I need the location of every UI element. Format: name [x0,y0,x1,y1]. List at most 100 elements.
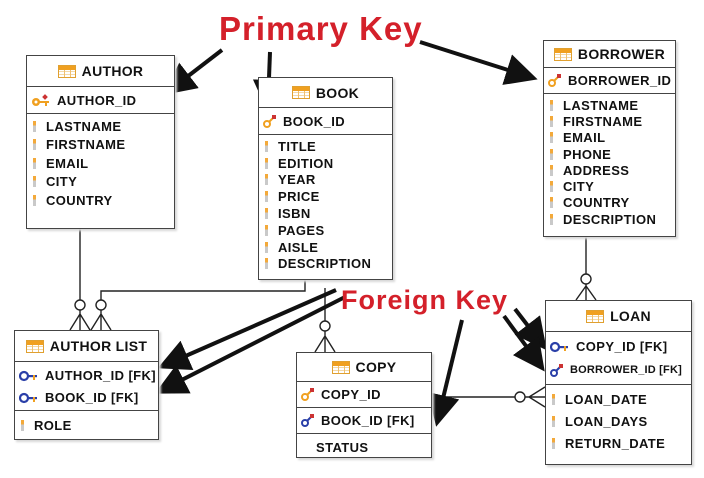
foreign-key-annotation: Foreign Key [341,285,509,315]
column-icon [265,224,268,236]
attr-row: RETURN_DATE [550,432,691,454]
entity-loan: LOAN COPY_ID [FK] BORROWER_ID [FK] LOAN_… [545,300,692,465]
key-section: COPY_ID [FK] BORROWER_ID [FK] [546,332,691,385]
attr-label: EMAIL [563,130,606,146]
attr-row: PRICE [263,188,392,205]
attr-label: LOAN_DAYS [565,413,648,429]
key-section: BORROWER_ID [544,68,675,94]
key-row: BORROWER_ID [548,70,675,91]
attr-section: TITLE EDITION YEAR PRICE ISBN PAGES AISL… [259,135,392,272]
attr-label: EMAIL [46,155,89,171]
attr-label: PAGES [278,222,325,238]
column-icon [550,132,553,144]
entity-header: BOOK [259,78,392,108]
key-row: AUTHOR_ID [FK] [18,364,158,386]
key-section: COPY_ID [297,382,431,408]
column-icon [33,120,36,132]
entity-header: LOAN [546,301,691,332]
primary-key-icon [301,388,315,401]
attr-section: LASTNAME FIRSTNAME EMAIL CITY COUNTRY [27,114,174,210]
foreign-key-icon [18,369,39,382]
column-icon [552,393,555,405]
attr-label: FIRSTNAME [563,113,643,129]
column-icon [33,176,36,188]
entity-name: AUTHOR LIST [49,338,148,354]
key-label: COPY_ID [FK] [576,338,668,354]
table-icon [291,86,310,99]
fk-section: BOOK_ID [FK] [297,408,431,434]
table-icon [553,47,572,61]
rel-copy-loan [432,386,546,408]
key-label: COPY_ID [321,387,381,402]
attr-row: LOAN_DATE [550,388,691,410]
primary-key-icon [31,93,51,107]
entity-borrower: BORROWER BORROWER_ID LASTNAME FIRSTNAME … [543,40,676,237]
arrow-fk-authorlist-1 [157,288,337,371]
column-icon [265,258,268,270]
attr-row: ISBN [263,205,392,222]
key-label: BORROWER_ID [FK] [570,364,682,376]
attr-label: DESCRIPTION [278,256,372,272]
column-icon [550,99,553,111]
attr-row: EMAIL [548,130,675,146]
table-icon [25,339,44,353]
column-icon [265,241,268,253]
entity-name: AUTHOR [81,63,144,79]
arrow-fk-copy [428,319,464,427]
entity-name: COPY [355,359,397,375]
attr-label: CITY [563,179,595,195]
arrow-pk-borrower [419,40,538,85]
attr-label: ISBN [278,206,311,222]
attr-row: YEAR [263,172,392,189]
column-icon [265,140,268,152]
attr-row: PAGES [263,222,392,239]
entity-name: BOOK [315,84,360,101]
primary-key-annotation: Primary Key [219,10,423,47]
attr-row: LASTNAME [31,117,174,136]
entity-name: BORROWER [577,46,666,62]
attr-label: AISLE [278,239,319,255]
column-icon [265,208,268,220]
column-icon [265,157,268,169]
key-section: BOOK_ID [259,108,392,135]
table-icon [586,309,605,323]
attr-row: STATUS [301,437,431,457]
attr-label: COUNTRY [563,195,630,211]
foreign-key-icon [301,414,315,427]
annotation-arrows [154,40,547,427]
key-label: BORROWER_ID [568,73,672,88]
entity-name: LOAN [610,308,651,324]
key-row: BOOK_ID [FK] [18,386,158,408]
column-icon [550,164,553,176]
foreign-key-icon [549,340,570,353]
arrow-pk-author [163,48,224,95]
column-icon [550,181,553,193]
key-row: AUTHOR_ID [31,89,174,111]
attr-label: FIRSTNAME [46,137,126,153]
attr-row: TITLE [263,138,392,155]
attr-row: ROLE [19,414,158,436]
column-icon [552,415,555,427]
attr-label: LOAN_DATE [565,391,648,407]
attr-row: COUNTRY [548,195,675,211]
key-section: AUTHOR_ID [27,87,174,114]
attr-label: LASTNAME [46,118,122,134]
key-row: COPY_ID [FK] [549,334,691,358]
entity-copy: COPY COPY_ID BOOK_ID [FK] STATUS [296,352,432,458]
rel-borrower-loan [575,237,597,301]
attr-label: ROLE [34,417,72,433]
attr-row: PHONE [548,146,675,162]
attr-label: RETURN_DATE [565,435,666,451]
attr-label: YEAR [278,172,316,188]
attr-row: FIRSTNAME [31,136,174,155]
attr-row: ADDRESS [548,162,675,178]
key-row: BOOK_ID [FK] [301,410,431,431]
attr-row: CITY [31,173,174,192]
attr-row: DESCRIPTION [548,211,675,227]
entity-header: BORROWER [544,41,675,68]
rel-author-authorlist [69,228,91,331]
attr-row: EMAIL [31,154,174,173]
key-label: BOOK_ID [283,113,346,129]
